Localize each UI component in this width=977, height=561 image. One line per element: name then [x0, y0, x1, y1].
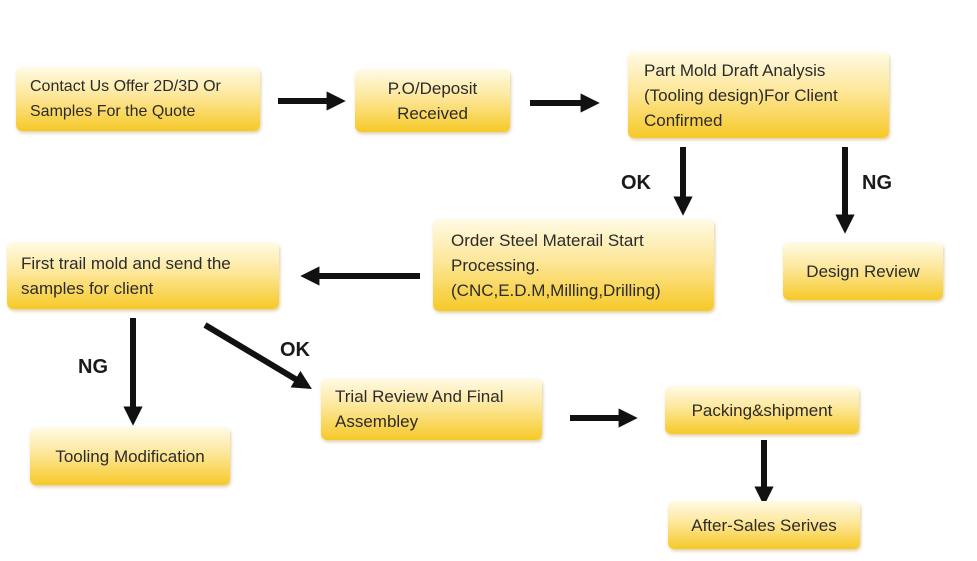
first-trail-box: First trail mold and send the samples fo… — [7, 242, 279, 309]
trial-review-text: Trial Review And Final Assembley — [335, 387, 504, 431]
part-mold-analysis-text: Part Mold Draft Analysis (Tooling design… — [644, 60, 838, 130]
first-trail-text: First trail mold and send the samples fo… — [21, 253, 231, 298]
ng-label-tooling: NG — [78, 356, 108, 378]
contact-box: Contact Us Offer 2D/3D Or Samples For th… — [16, 67, 260, 131]
packing-shipment-box: Packing&shipment — [665, 386, 859, 434]
tooling-modification-text: Tooling Modification — [55, 446, 205, 466]
po-deposit-text: P.O/Deposit Received — [387, 78, 478, 123]
po-deposit-box: P.O/Deposit Received — [355, 69, 510, 132]
order-steel-text: Order Steel Materail Start Processing.(C… — [451, 230, 661, 300]
packing-shipment-text: Packing&shipment — [691, 400, 833, 420]
after-sales-box: After-Sales Serives — [668, 501, 860, 549]
design-review-text: Design Review — [806, 261, 920, 281]
design-review-box: Design Review — [783, 242, 943, 300]
arrow-first-trail-to-trial-review — [203, 322, 312, 389]
part-mold-analysis-box: Part Mold Draft Analysis (Tooling design… — [628, 52, 889, 138]
ok-label-trial: OK — [280, 339, 310, 361]
after-sales-text: After-Sales Serives — [691, 515, 837, 535]
order-steel-box: Order Steel Materail Start Processing.(C… — [433, 219, 714, 311]
ok-label-order: OK — [621, 172, 651, 194]
trial-review-box: Trial Review And Final Assembley — [321, 378, 542, 440]
contact-text: Contact Us Offer 2D/3D Or Samples For th… — [30, 78, 221, 120]
ng-label-design: NG — [862, 172, 892, 194]
tooling-modification-box: Tooling Modification — [30, 427, 230, 485]
